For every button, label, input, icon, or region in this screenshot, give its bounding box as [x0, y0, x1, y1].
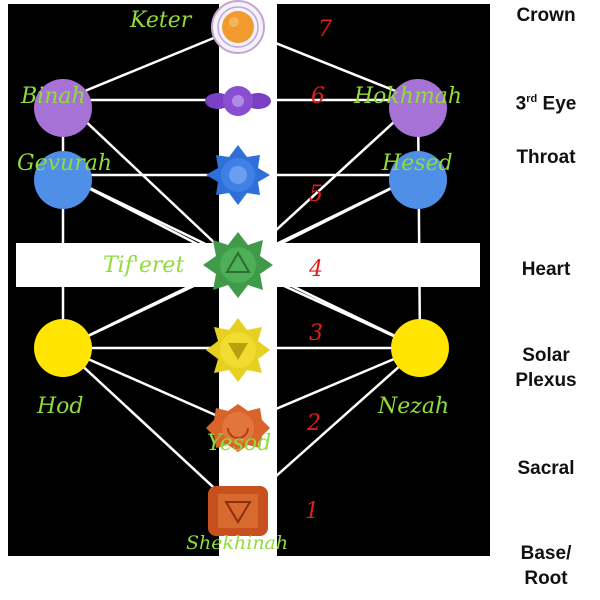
hokhmah-circle	[389, 79, 447, 137]
gevurah-circle	[34, 151, 92, 209]
label-tiferet: Tif'eret	[103, 253, 184, 278]
path-keter-hokhmah	[237, 26, 419, 102]
third-eye-chakra-icon	[205, 86, 271, 116]
chakra-label-base-root: Base/Root	[520, 543, 572, 589]
label-hokhmah: Hokhmah	[353, 84, 462, 109]
number-2: 2	[306, 411, 321, 436]
path-nezah-shekhinah	[237, 347, 421, 511]
crown-chakra-icon	[211, 0, 265, 54]
number-1: 1	[305, 499, 319, 524]
heart-chakra-icon	[203, 232, 273, 298]
label-gevurah: Gevurah	[17, 151, 112, 176]
sacral-chakra-icon	[206, 404, 270, 452]
number-5: 5	[309, 182, 323, 207]
chakra-label-heart: Heart	[521, 259, 571, 280]
path-nezah-yesod	[237, 346, 421, 427]
solar-plexus-chakra-icon	[206, 318, 270, 382]
nezah-circle	[391, 319, 449, 377]
label-yesod: Yesod	[207, 431, 271, 456]
number-6: 6	[311, 84, 325, 109]
path-hod-yesod	[62, 346, 239, 427]
path-binah-tiferet	[62, 99, 239, 266]
label-hod: Hod	[36, 394, 84, 419]
path-keter-binah	[62, 26, 239, 102]
paths	[61, 26, 422, 511]
number-3: 3	[309, 321, 323, 346]
label-keter: Keter	[129, 8, 193, 33]
chakra-label-third-eye: 3rd Eye	[515, 93, 577, 115]
label-binah: Binah	[20, 84, 86, 109]
number-7: 7	[318, 17, 332, 42]
label-nezah: Nezah	[377, 394, 449, 419]
root-chakra-icon	[208, 486, 268, 536]
throat-chakra-icon	[206, 145, 270, 205]
binah-circle	[34, 79, 92, 137]
chakra-label-sacral: Sacral	[517, 458, 575, 479]
label-shekhinah: Shekhinah	[186, 532, 288, 554]
chakra-label-throat: Throat	[516, 147, 576, 168]
label-hesed: Hesed	[381, 151, 453, 176]
hesed-circle	[389, 151, 447, 209]
path-right-pillar	[416, 99, 422, 349]
path-hod-shekhinah	[62, 347, 239, 511]
hod-circle	[34, 319, 92, 377]
chakra-label-crown: Crown	[516, 5, 576, 26]
path-hokhmah-tiferet	[237, 99, 419, 266]
number-4: 4	[308, 257, 323, 282]
